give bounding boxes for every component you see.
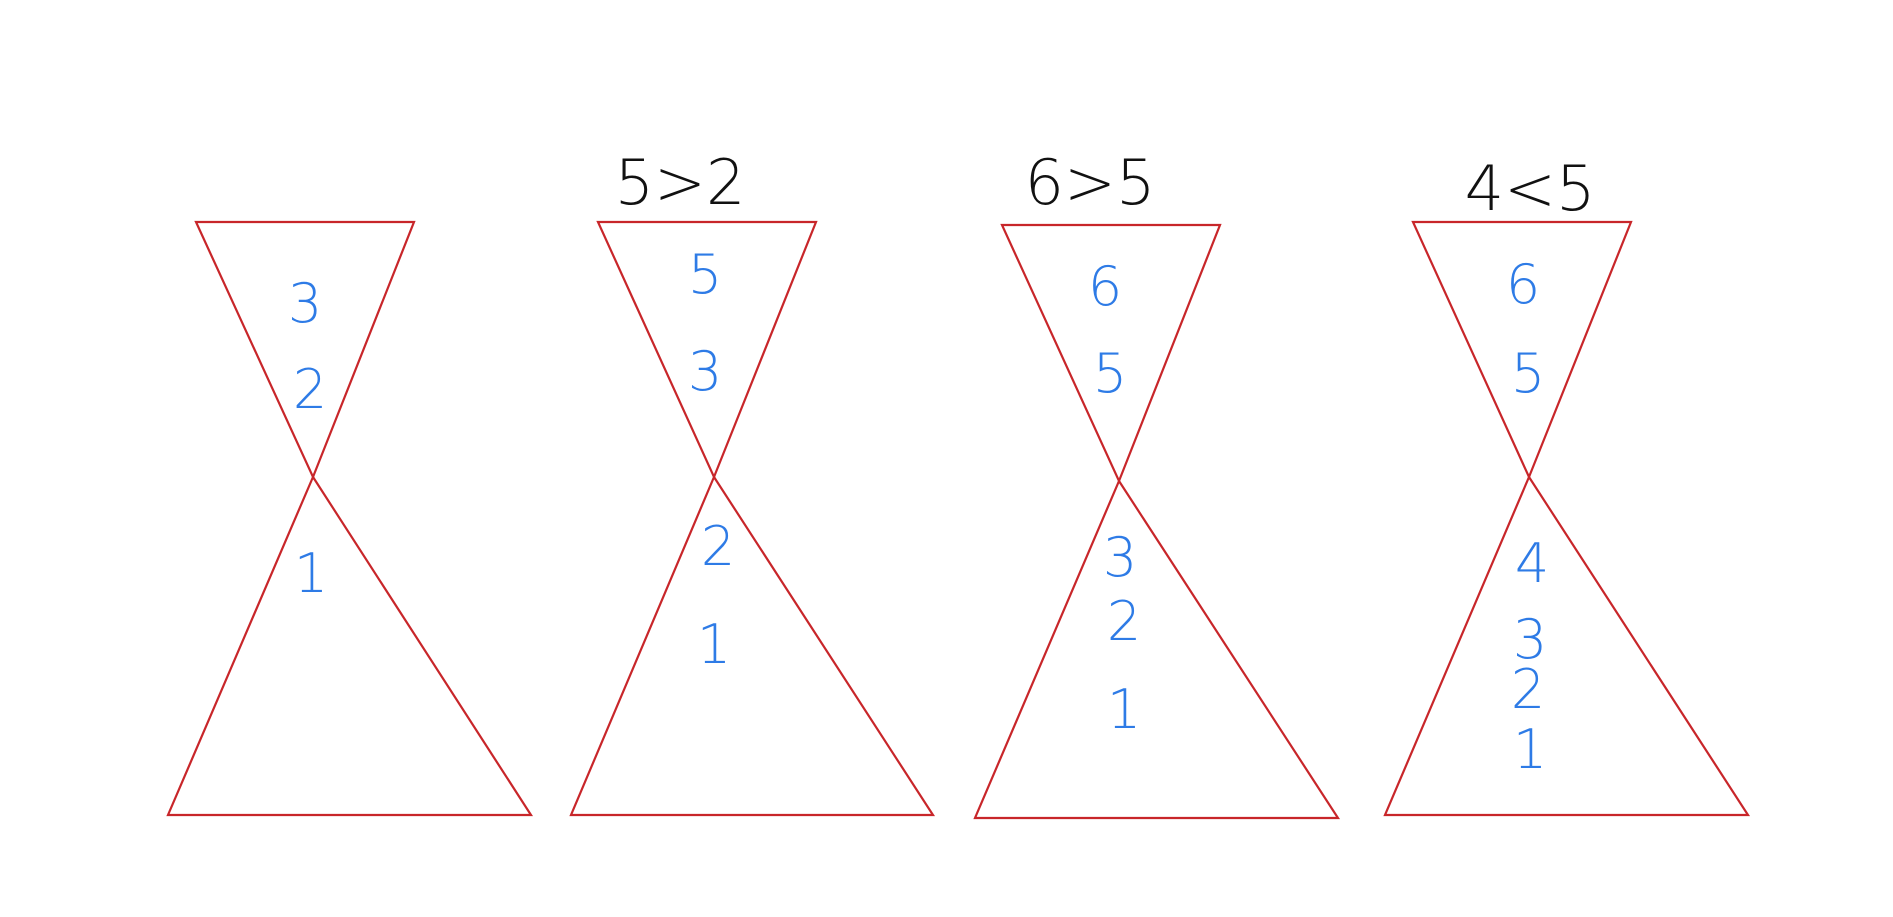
lower-triangle bbox=[1383, 474, 1751, 817]
upper-number: 5 bbox=[688, 243, 722, 306]
upper-number: 6 bbox=[1088, 255, 1122, 318]
upper-number: 3 bbox=[288, 272, 322, 335]
upper-number: 5 bbox=[1511, 342, 1545, 405]
lower-triangle bbox=[569, 474, 936, 817]
upper-triangle bbox=[596, 220, 818, 480]
upper-number: 3 bbox=[688, 340, 722, 403]
upper-triangle bbox=[1000, 223, 1222, 484]
upper-triangle bbox=[1411, 220, 1633, 480]
upper-number: 6 bbox=[1506, 253, 1540, 316]
comparison-label: 4<5 bbox=[1465, 152, 1596, 225]
upper-number: 5 bbox=[1093, 342, 1127, 405]
hourglass-panel-3: 6>5 6 5 3 2 1 bbox=[973, 146, 1341, 820]
lower-number: 2 bbox=[701, 515, 735, 578]
hourglass-panel-2: 5>2 5 3 2 1 bbox=[569, 146, 936, 817]
hourglass-panel-1: 3 2 1 bbox=[166, 220, 534, 817]
lower-number: 1 bbox=[1107, 678, 1141, 741]
lower-number: 1 bbox=[294, 542, 328, 605]
lower-number: 1 bbox=[697, 613, 731, 676]
lower-number: 4 bbox=[1515, 532, 1549, 595]
upper-number: 2 bbox=[293, 358, 327, 421]
upper-triangle bbox=[194, 220, 416, 480]
comparison-label: 5>2 bbox=[615, 146, 746, 219]
lower-number: 2 bbox=[1511, 658, 1545, 721]
lower-number: 1 bbox=[1513, 718, 1547, 781]
lower-triangle bbox=[973, 478, 1341, 820]
hourglass-panel-4: 4<5 6 5 4 3 2 1 bbox=[1383, 152, 1751, 817]
lower-number: 3 bbox=[1513, 608, 1547, 671]
lower-number: 3 bbox=[1103, 526, 1137, 589]
comparison-label: 6>5 bbox=[1025, 146, 1156, 219]
lower-triangle bbox=[166, 474, 534, 817]
lower-number: 2 bbox=[1107, 590, 1141, 653]
